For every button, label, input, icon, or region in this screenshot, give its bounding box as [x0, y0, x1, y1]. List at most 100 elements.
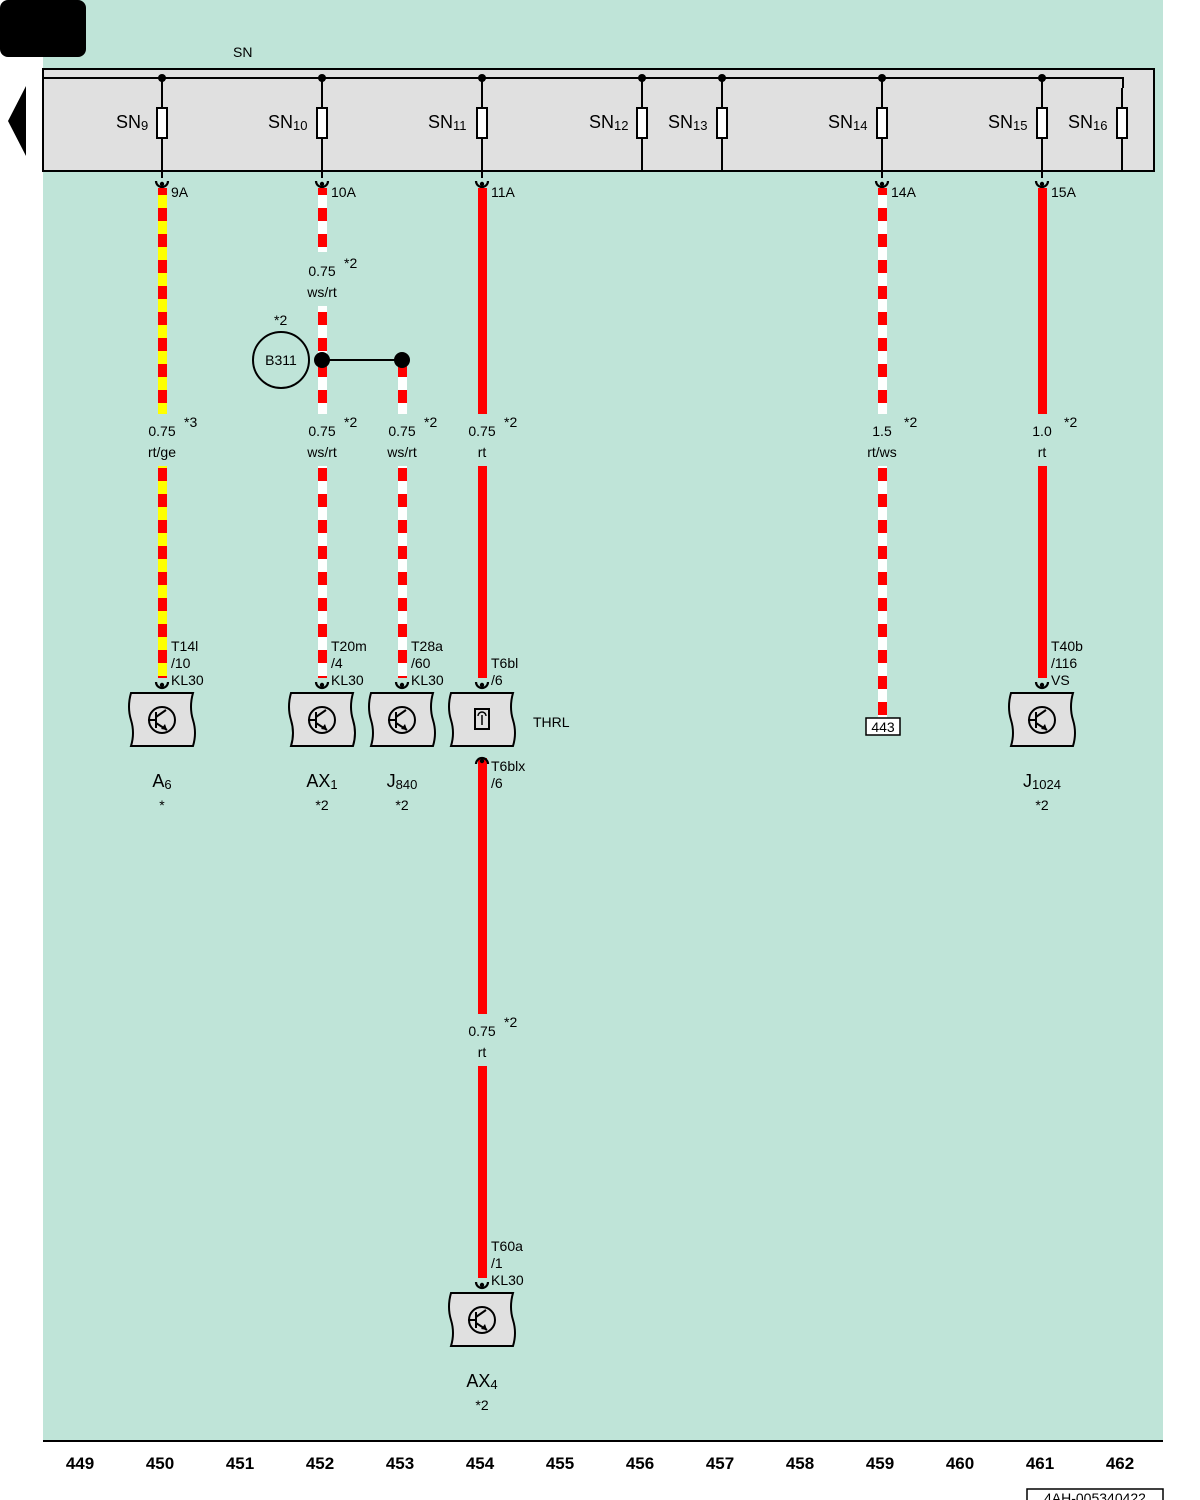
fuse-sn14: SN14	[828, 74, 888, 178]
component-ax1	[288, 692, 356, 747]
doc-id: 4AH-005340422	[1044, 1490, 1146, 1500]
ref-box-443-label: 443	[871, 719, 895, 735]
svg-text:*2: *2	[1064, 414, 1077, 430]
wire-452-lower	[318, 466, 327, 678]
fuse-bus-box	[42, 68, 1155, 172]
component-a6	[128, 692, 196, 747]
fuse-label: SN12	[589, 112, 628, 133]
wire-454-low1	[478, 758, 487, 1014]
fuse-label: SN9	[116, 112, 148, 133]
wire-453-lower	[398, 466, 407, 678]
fuse-sn13: SN13	[668, 74, 728, 171]
component-ax4	[448, 1292, 516, 1347]
fuse-label: SN16	[1068, 112, 1107, 133]
wire-label-453: 0.75 *2 ws/rt	[386, 414, 437, 460]
svg-text:0.75: 0.75	[388, 423, 415, 439]
wire-454-mid	[478, 466, 487, 678]
page-tab-marker	[0, 0, 86, 57]
doc-id-box	[1026, 1488, 1164, 1500]
fuse-sn15: SN15	[988, 74, 1048, 178]
column-number: 452	[306, 1454, 334, 1473]
component-thrl	[448, 692, 516, 747]
splice-b311-note: *2	[274, 312, 287, 328]
pin-label-11a: 11A	[491, 184, 516, 200]
column-number: 451	[226, 1454, 254, 1473]
wire-461-lower	[1038, 466, 1047, 678]
wire-453-upper	[398, 362, 407, 414]
component-label-ax1: AX1	[306, 771, 337, 792]
column-number: 462	[1106, 1454, 1134, 1473]
svg-text:*2: *2	[904, 414, 917, 430]
component-label-a6: A6	[152, 771, 171, 792]
wire-461-upper	[1038, 188, 1047, 414]
fuse-label: SN14	[828, 112, 867, 133]
pin-label-10a: 10A	[331, 184, 357, 200]
diagram-background	[43, 0, 1163, 1440]
fuse-bus-rail	[43, 77, 1124, 88]
wire-label-454a: 0.75 *2 rt	[468, 414, 517, 460]
thrl-label: THRL	[533, 714, 570, 730]
column-numbers: 449 450 451 452 453 454 455 456 457 458 …	[66, 1454, 1134, 1473]
column-number: 449	[66, 1454, 94, 1473]
component-note-j1024: *2	[1035, 797, 1048, 813]
svg-text:1.0: 1.0	[1032, 423, 1052, 439]
pin-cap-icon	[474, 756, 490, 765]
connector-label-454x: T6blx/6	[491, 758, 525, 791]
fuse-label: SN15	[988, 112, 1027, 133]
column-number: 456	[626, 1454, 654, 1473]
svg-text:0.75: 0.75	[468, 423, 495, 439]
svg-text:*2: *2	[504, 414, 517, 430]
svg-text:ws/rt: ws/rt	[386, 444, 417, 460]
svg-text:*3: *3	[184, 414, 197, 430]
svg-text:0.75: 0.75	[148, 423, 175, 439]
connector-label-454: T6bl/6	[491, 655, 518, 688]
component-note-ax1: *2	[315, 797, 328, 813]
column-number: 450	[146, 1454, 174, 1473]
fuse-label: SN10	[268, 112, 307, 133]
wire-label-459: 1.5 *2 rt/ws	[867, 414, 917, 460]
ref-box-443	[865, 717, 901, 736]
svg-text:rt: rt	[478, 1044, 487, 1060]
fuse-label: SN13	[668, 112, 707, 133]
fuse-sn10: SN10	[268, 74, 328, 178]
page-continuation-arrow	[8, 86, 26, 156]
column-number: 454	[466, 1454, 495, 1473]
column-number: 453	[386, 1454, 414, 1473]
svg-text:*2: *2	[424, 414, 437, 430]
wire-label-461: 1.0 *2 rt	[1032, 414, 1077, 460]
component-note-j840: *2	[395, 797, 408, 813]
wire-454-low2	[478, 1066, 487, 1278]
component-label-j840: J840	[387, 771, 418, 792]
column-number: 461	[1026, 1454, 1054, 1473]
svg-text:rt: rt	[478, 444, 487, 460]
pin-dot	[479, 758, 485, 764]
svg-text:1.5: 1.5	[872, 423, 892, 439]
column-number: 459	[866, 1454, 894, 1473]
column-number: 455	[546, 1454, 574, 1473]
component-label-j1024: J1024	[1023, 771, 1061, 792]
svg-text:ws/rt: ws/rt	[306, 444, 337, 460]
svg-text:rt/ws: rt/ws	[867, 444, 897, 460]
svg-text:*2: *2	[344, 255, 357, 271]
svg-text:rt/ge: rt/ge	[148, 444, 176, 460]
splice-node	[394, 352, 410, 368]
wire-label-452b: 0.75 *2 ws/rt	[306, 414, 357, 460]
wire-450-lower	[158, 466, 167, 678]
wire-452-top	[318, 188, 327, 252]
bus-label: SN	[233, 44, 252, 60]
svg-text:rt: rt	[1038, 444, 1047, 460]
wire-label-452a: 0.75 *2 ws/rt	[306, 255, 357, 300]
component-j840	[368, 692, 436, 747]
svg-text:ws/rt: ws/rt	[306, 284, 337, 300]
svg-text:0.75: 0.75	[468, 1023, 495, 1039]
component-note-a6: *	[159, 797, 165, 813]
wire-label-454b: 0.75 *2 rt	[468, 1014, 517, 1060]
connector-housing-icon	[474, 708, 490, 730]
fuse-label: SN11	[428, 112, 467, 133]
component-note-ax4: *2	[475, 1397, 488, 1413]
column-number: 457	[706, 1454, 734, 1473]
svg-text:0.75: 0.75	[308, 263, 335, 279]
